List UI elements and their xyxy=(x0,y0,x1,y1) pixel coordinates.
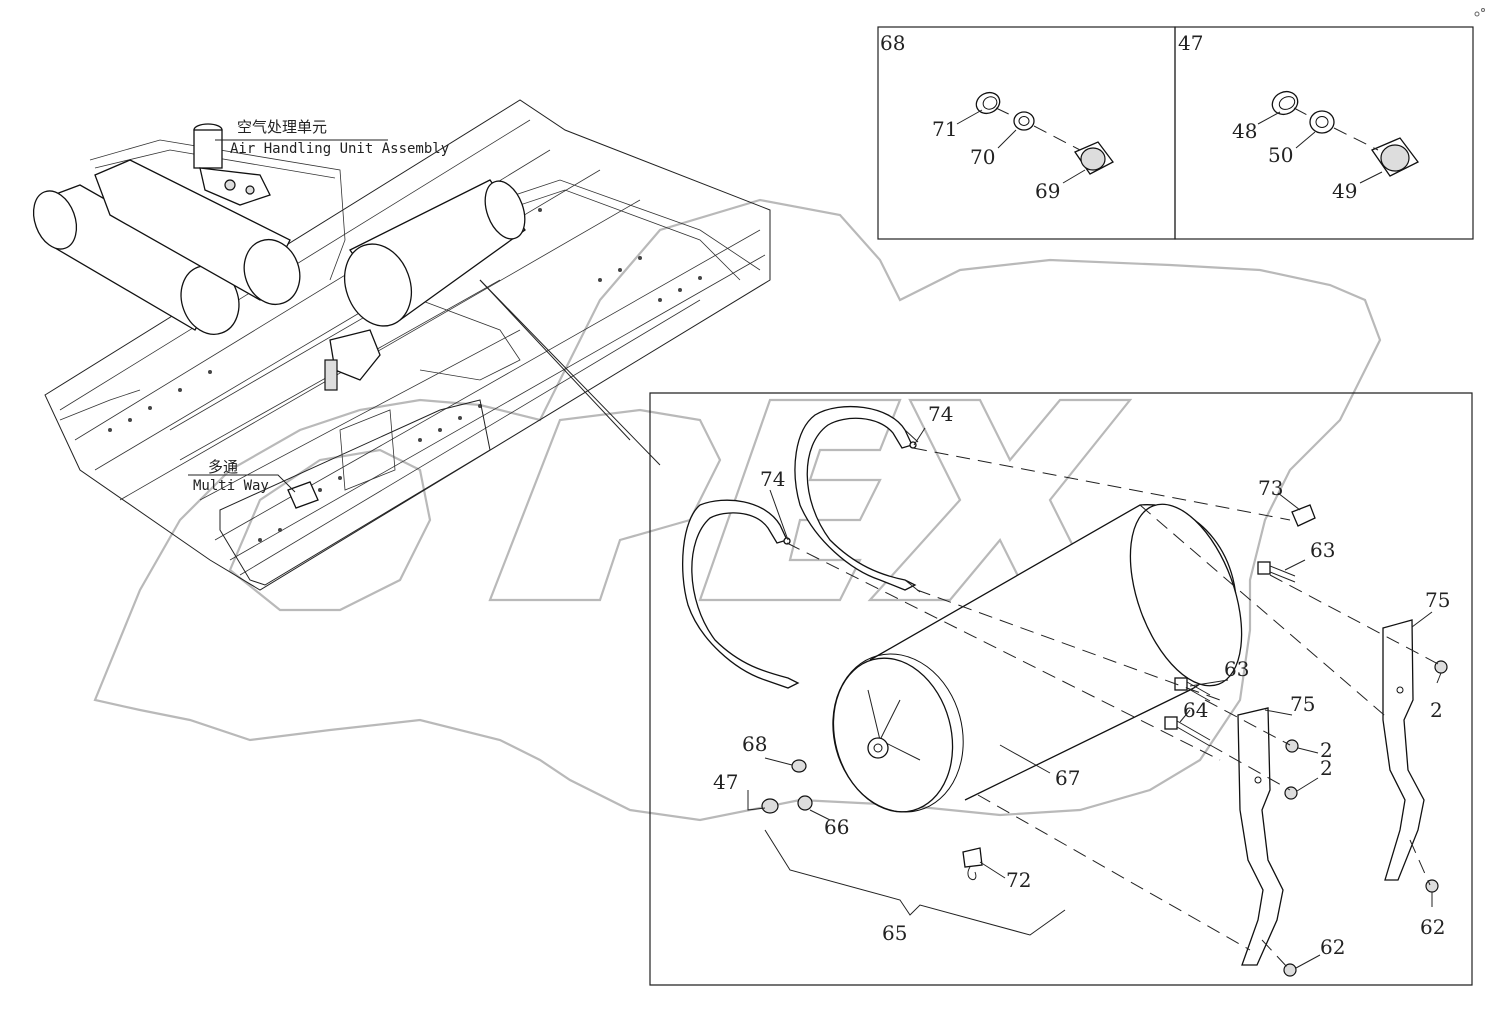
callout-47: 47 xyxy=(713,770,738,794)
overview-tank-right xyxy=(344,179,526,327)
nut-2b xyxy=(1285,739,1299,753)
drain-valve-72 xyxy=(962,847,983,881)
callout-63-lower: 63 xyxy=(1224,657,1249,681)
callout-67: 67 xyxy=(1055,766,1080,790)
nut-2c xyxy=(1284,786,1298,800)
bracket-75-left xyxy=(1237,707,1284,966)
air-tank xyxy=(832,503,1243,813)
clip-ring-icon xyxy=(975,91,1001,115)
corner-mark xyxy=(1474,8,1485,17)
bolt-64 xyxy=(1164,716,1211,747)
air-handling-unit xyxy=(193,123,271,206)
callout-71: 71 xyxy=(932,117,957,141)
detail-box-47-title: 47 xyxy=(1178,31,1203,55)
seal-ring-icon xyxy=(1309,110,1335,134)
callout-2-lower: 2 xyxy=(1320,756,1333,780)
callout-74-lower: 74 xyxy=(760,467,785,491)
callout-75-right: 75 xyxy=(1425,588,1450,612)
plug-68 xyxy=(791,759,807,773)
bolt-63-upper xyxy=(1257,561,1296,583)
callout-66: 66 xyxy=(824,815,849,839)
detail-box-68: 68 71 70 69 xyxy=(877,26,1176,240)
callout-73: 73 xyxy=(1258,476,1283,500)
callout-49: 49 xyxy=(1332,179,1357,203)
callout-68: 68 xyxy=(742,732,767,756)
exploded-view xyxy=(649,392,1473,986)
multi-way-label-en: Multi Way xyxy=(193,478,269,494)
callout-65: 65 xyxy=(882,921,907,945)
bolt-63-lower xyxy=(1174,677,1211,702)
overview-valve xyxy=(324,329,381,391)
callout-74-upper: 74 xyxy=(928,402,953,426)
watermark-logo: OPEX xyxy=(93,198,1490,1009)
clip-ring-icon xyxy=(1271,90,1299,116)
nut-62a xyxy=(1425,879,1439,893)
multi-way-fitting xyxy=(287,481,319,509)
detail-box-47: 47 48 50 49 xyxy=(1174,26,1474,240)
callout-62-right: 62 xyxy=(1420,915,1445,939)
air-handling-label-cn: 空气处理单元 xyxy=(237,118,327,136)
fitting-73 xyxy=(1291,504,1316,527)
callout-69: 69 xyxy=(1035,179,1060,203)
plug-icon xyxy=(1371,137,1419,177)
seal-ring-icon xyxy=(1013,111,1035,131)
callout-72: 72 xyxy=(1006,868,1031,892)
bracket-75-right xyxy=(1382,619,1425,881)
tank-strap-lower xyxy=(681,499,800,689)
callout-70: 70 xyxy=(970,145,995,169)
callout-63-upper: 63 xyxy=(1310,538,1335,562)
detail-box-68-title: 68 xyxy=(880,31,905,55)
watermark-text: OPEX xyxy=(1487,1007,1490,1009)
nut-62b xyxy=(1283,963,1297,977)
callout-75-left: 75 xyxy=(1290,692,1315,716)
overview-tank-left xyxy=(32,184,240,335)
callout-62-lower: 62 xyxy=(1320,935,1345,959)
chassis-overview xyxy=(32,99,771,591)
callout-50: 50 xyxy=(1268,143,1293,167)
air-handling-label-en: Air Handling Unit Assembly xyxy=(230,141,449,157)
callout-64: 64 xyxy=(1183,698,1208,722)
callout-2-right: 2 xyxy=(1430,698,1443,722)
plug-47 xyxy=(761,798,779,814)
callout-2-upper: 2 xyxy=(1320,738,1333,762)
multi-way-label-cn: 多通 xyxy=(208,458,238,476)
overview-tank-middle xyxy=(94,159,301,306)
plug-66 xyxy=(797,795,813,811)
plug-icon xyxy=(1074,141,1114,175)
callout-48: 48 xyxy=(1232,119,1257,143)
